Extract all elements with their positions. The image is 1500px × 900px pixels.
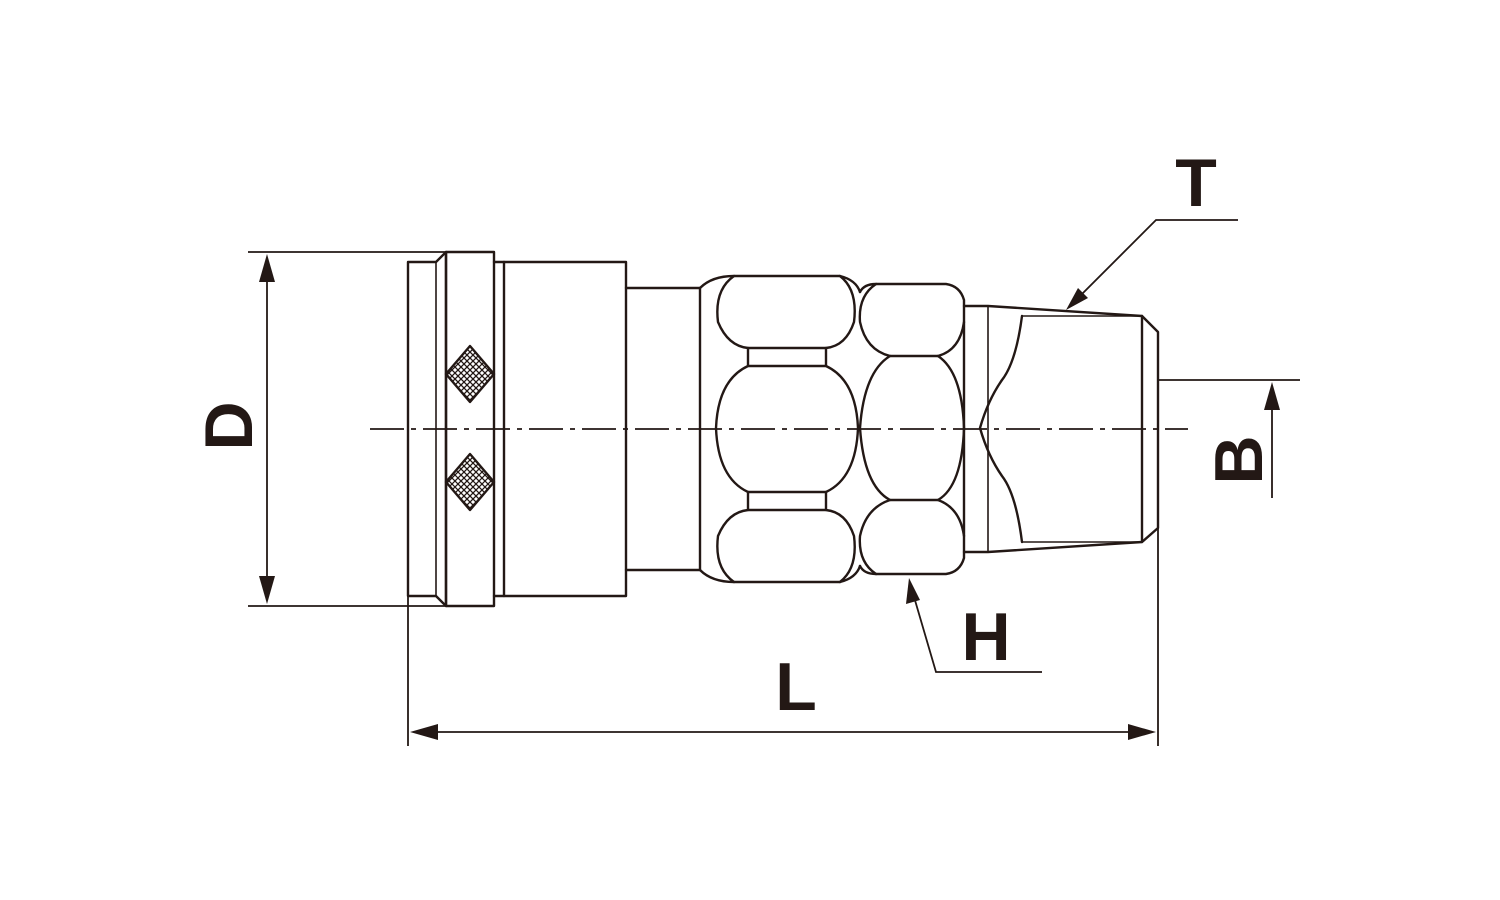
label-d: D — [191, 401, 267, 450]
threaded-port — [962, 304, 1160, 554]
dimension-l — [407, 528, 1159, 746]
dimension-b — [1158, 379, 1300, 498]
knurl-pattern-upper — [444, 344, 496, 404]
leader-h — [906, 578, 1042, 673]
label-b: B — [1201, 435, 1277, 484]
label-l: L — [775, 649, 817, 725]
leader-t — [1066, 219, 1238, 310]
label-t: T — [1175, 145, 1217, 221]
body-neck — [624, 286, 702, 572]
label-h: H — [961, 599, 1010, 675]
hex-nut-body — [698, 274, 862, 584]
dimension-d — [248, 251, 446, 607]
hex-nut-port — [858, 282, 966, 576]
knurl-pattern-lower — [444, 452, 496, 512]
